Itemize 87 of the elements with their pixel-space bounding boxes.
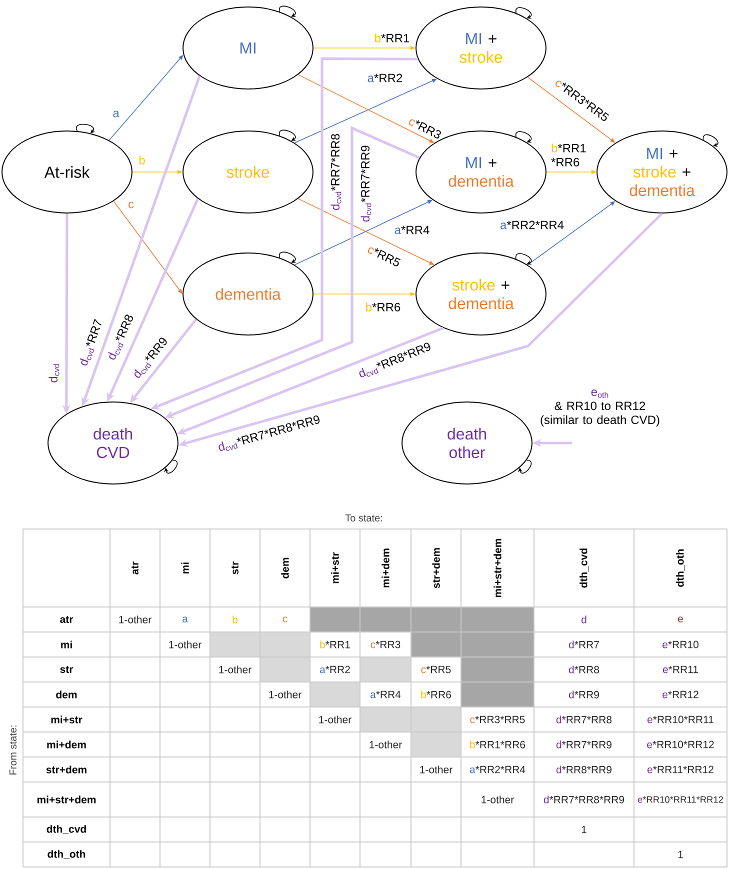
row-header: dth_cvd (46, 825, 86, 834)
loop-arrow (278, 252, 296, 263)
edge-label: d$_{cvd}$ (48, 364, 60, 382)
table-entry: d*RR7*RR8 (556, 716, 612, 724)
edge-label: b*RR6 (366, 302, 400, 312)
table-entry: e*RR10*RR11*RR12 (638, 796, 723, 803)
loop-arrow (278, 130, 296, 141)
arrow (113, 200, 182, 294)
table-entry: 1-other (269, 690, 302, 698)
column-header: str+dem (432, 548, 440, 588)
table-entry: e*RR12 (662, 690, 698, 698)
column-header: dth_cvd (580, 548, 588, 588)
table-entry: d*RR8*RR9 (556, 766, 612, 774)
loop-arrow (515, 7, 532, 19)
table-entry: d*RR8 (568, 666, 599, 674)
edge-label: d$_{cvd}$*RR8 (108, 314, 133, 360)
table-entry: a*RR2 (320, 666, 350, 674)
table-entry: e*RR10*RR11 (647, 716, 714, 724)
column-header: mi+dem (382, 548, 390, 588)
table-entry: 1-other (119, 616, 152, 624)
edge-label: b*RR1 (375, 34, 410, 42)
table-entry: 1-other (169, 640, 202, 648)
row-header: str+dem (46, 766, 86, 774)
edge-label: a*RR4 (394, 226, 430, 234)
table-heading: To state: (345, 514, 382, 522)
table-entry: 1-other (319, 716, 352, 724)
edge-label: a*RR2 (368, 74, 402, 82)
edge-label: d$_{cvd}$*RR7*RR8 (330, 134, 342, 210)
table-entry: a (182, 616, 188, 622)
row-header: mi+str (51, 716, 82, 724)
table-entry: b (232, 616, 238, 624)
table-entry: a*RR4 (370, 690, 401, 698)
table-entry: c*RR3*RR5 (470, 716, 525, 724)
table-entry: c*RR3 (370, 640, 400, 648)
row-header: mi (61, 640, 72, 648)
edge-label: b (139, 156, 145, 164)
table-heading: From state: (10, 726, 16, 774)
edge-label: a (113, 110, 120, 118)
loop-arrow (515, 253, 532, 265)
row-header: dem (56, 690, 77, 698)
edge-label: d$_{cvd}$*RR7*RR9 (360, 146, 372, 222)
edge-label: b*RR1 *RR6 (551, 144, 586, 166)
table-entry: 1 (582, 826, 586, 834)
column-header: atr (132, 561, 138, 574)
table-entry: d (582, 616, 586, 624)
table-entry: 1-other (370, 740, 402, 748)
table-entry: c (282, 616, 288, 622)
edge-label: e$_{oth}$ & RR10 to RR12 (similar to death CVD) (540, 390, 660, 426)
table-entry: d*RR7*RR8*RR9 (544, 796, 624, 804)
row-header: atr (60, 616, 74, 623)
loop-arrow (515, 131, 532, 143)
row-header: dth_oth (48, 850, 86, 859)
edge-label: c (128, 202, 134, 208)
column-header: dem (281, 558, 289, 578)
row-header: mi+str+dem (37, 796, 96, 804)
row-header: mi+dem (47, 740, 86, 748)
table-entry: e (678, 616, 683, 622)
row-header: str (60, 666, 74, 673)
table-entry: 1-other (219, 666, 252, 674)
edge-label: d$_{cvd}$*RR7 (80, 319, 102, 366)
table-entry: e*RR11*RR12 (647, 766, 714, 774)
table-entry: b*RR1 (320, 640, 350, 648)
table-entry: 1 (678, 850, 683, 858)
loop-arrow (278, 6, 296, 17)
table-entry: d*RR7*RR9 (556, 740, 612, 748)
loop-arrow (164, 460, 178, 474)
column-header: mi+str (331, 552, 339, 584)
table-entry: b*RR6 (421, 690, 451, 698)
table-entry: e*RR11 (662, 666, 698, 674)
table-entry: e*RR10*RR12 (647, 740, 714, 748)
table-entry: b*RR1*RR6 (470, 740, 526, 748)
column-header: dth_oth (676, 549, 685, 587)
edge-label: c*RR5 (368, 247, 401, 266)
table-entry: 1-other (420, 766, 452, 774)
loop-arrow (76, 124, 96, 134)
column-header: str (232, 561, 238, 574)
loop-arrow (702, 134, 718, 147)
loop-arrow (518, 460, 532, 474)
table-entry: a*RR2*RR4 (470, 766, 526, 774)
table-entry: e*RR10 (662, 640, 698, 648)
column-header: mi (181, 562, 189, 574)
table-entry: d*RR9 (568, 690, 599, 698)
table-entry: 1-other (482, 796, 514, 804)
column-header: mi+str+dem (494, 538, 502, 598)
table-entry: d*RR7 (568, 640, 599, 648)
edge-label: a*RR2*RR4 (500, 220, 564, 230)
table-entry: c*RR5 (421, 666, 451, 674)
